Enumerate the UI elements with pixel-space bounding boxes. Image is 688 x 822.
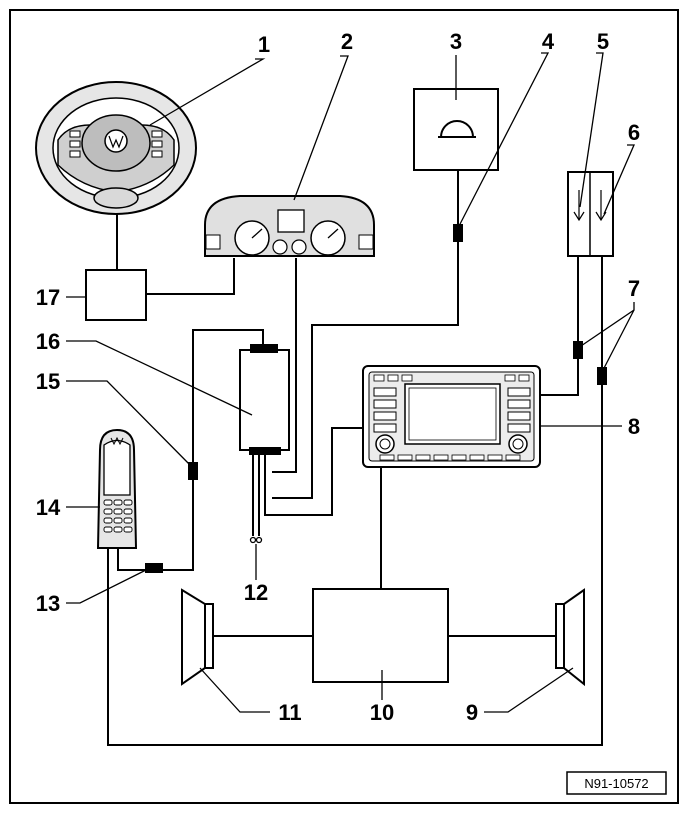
- diagram-frame: [9, 9, 679, 804]
- loudspeaker-right: [555, 588, 585, 687]
- wire-module-to-cluster: [146, 258, 235, 295]
- callout-labels: 1 2 3 4 5 6 7 8 9 10 11 12 13 14 15 16 1…: [36, 29, 640, 725]
- callout-12: 12: [244, 580, 268, 605]
- wire-antenna-loop: [107, 256, 603, 746]
- callout-17: 17: [36, 285, 60, 310]
- wiring-ends-terminals: [249, 536, 263, 544]
- callout-14: 14: [36, 495, 61, 520]
- callout-3: 3: [450, 29, 462, 54]
- wire-antenna-to-radio: [540, 256, 579, 396]
- reference-code-box: N91-10572: [566, 771, 667, 795]
- leader-16: [66, 340, 253, 416]
- leader-2: [293, 55, 349, 201]
- connector-7a: [573, 341, 583, 359]
- callout-4: 4: [542, 29, 555, 54]
- loudspeaker-left: [181, 588, 214, 686]
- callout-1: 1: [258, 32, 270, 57]
- leader-7b: [601, 309, 635, 373]
- callout-5: 5: [597, 29, 609, 54]
- leader-6: [603, 144, 635, 215]
- radio-navigation-unit: [362, 365, 541, 468]
- instrument-cluster: [204, 195, 375, 257]
- wire-cluster-to-control-unit: [272, 258, 297, 473]
- connectors: [145, 224, 607, 573]
- callout-11: 11: [278, 700, 301, 725]
- connector-4: [453, 224, 463, 242]
- leader-13: [66, 567, 151, 604]
- leader-5: [579, 52, 604, 208]
- callout-10: 10: [370, 700, 394, 725]
- connector-13: [145, 563, 163, 573]
- mobile-phone: [96, 428, 138, 549]
- steering-wheel: [35, 81, 197, 215]
- connector-15: [188, 462, 198, 480]
- reference-code: N91-10572: [584, 776, 648, 791]
- antenna-module: [567, 171, 614, 257]
- leader-1: [149, 58, 266, 126]
- control-module-17: [85, 269, 147, 321]
- callout-15: 15: [36, 369, 60, 394]
- callout-8: 8: [628, 414, 640, 439]
- wire-control-unit-to-radio: [264, 427, 363, 516]
- leader-9: [484, 667, 574, 713]
- callout-6: 6: [628, 120, 640, 145]
- amplifier-box-10: [312, 588, 449, 683]
- wires: [107, 170, 603, 746]
- leader-lines: [66, 52, 635, 713]
- callout-13: 13: [36, 591, 60, 616]
- leader-11: [199, 667, 270, 713]
- callout-7: 7: [628, 276, 640, 301]
- leader-4: [457, 52, 550, 229]
- microphone: [413, 88, 499, 171]
- callout-9: 9: [466, 700, 478, 725]
- connector-7b: [597, 367, 607, 385]
- callout-2: 2: [341, 29, 353, 54]
- wire-phone-cradle: [117, 548, 152, 571]
- wire-microphone: [272, 170, 459, 499]
- control-unit-16: [239, 344, 290, 455]
- leader-15: [66, 380, 194, 469]
- callout-16: 16: [36, 329, 60, 354]
